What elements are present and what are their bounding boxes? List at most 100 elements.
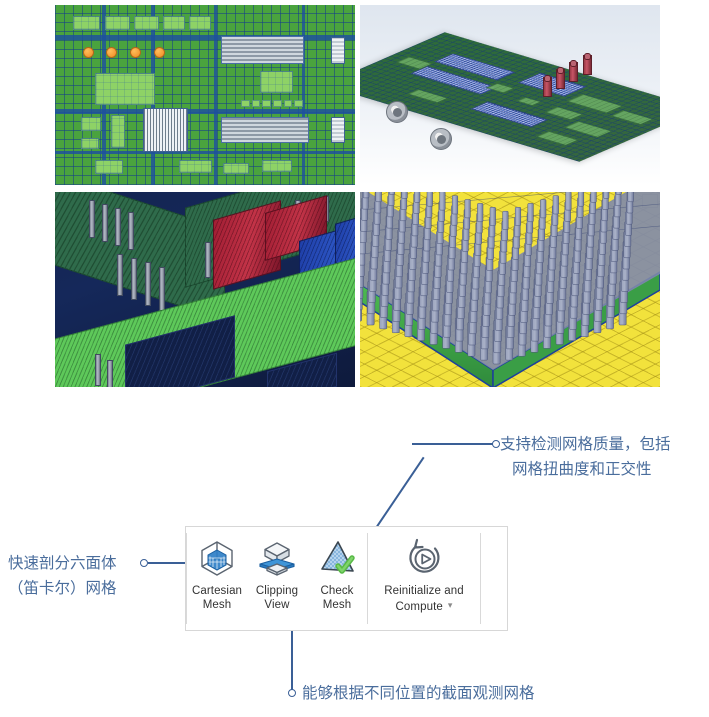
reinitialize-and-compute-label: Reinitialize and Compute ▾ xyxy=(384,584,464,614)
ribbon-divider-right xyxy=(480,533,481,624)
iso-capacitor xyxy=(583,53,592,75)
clipping-view-label-line2: View xyxy=(264,599,290,611)
iso-pad xyxy=(544,106,584,120)
pcb-trace xyxy=(214,5,217,185)
leader-line-check-mesh-horizontal xyxy=(412,443,494,445)
pcb-component xyxy=(221,36,304,64)
reinitialize-and-compute-button[interactable]: Reinitialize and Compute ▾ xyxy=(368,527,480,630)
leader-dot-check-mesh xyxy=(492,440,500,448)
iso-connector xyxy=(386,101,408,123)
leader-dot-clipping-view xyxy=(288,689,296,697)
mesh-pin xyxy=(128,212,134,250)
mesh-pin xyxy=(115,208,121,246)
pcb-pad xyxy=(105,16,130,30)
mesh-pin xyxy=(89,200,95,238)
cube-mesh-icon xyxy=(197,537,237,579)
ribbon-divider-left xyxy=(186,533,187,624)
clipping-view-label-line1: Clipping xyxy=(255,585,299,597)
iso-pad xyxy=(566,94,624,114)
leader-dot-cartesian-mesh xyxy=(140,559,148,567)
pcb-via xyxy=(83,47,94,58)
annotation-check-mesh-line1: 支持检测网格质量，包括 xyxy=(500,435,671,453)
mesh-pin xyxy=(159,267,165,311)
check-mesh-label: Check Mesh xyxy=(320,584,353,612)
mesh-pin xyxy=(107,360,113,387)
clipping-view-label: Clipping View xyxy=(256,584,298,612)
pcb-pad xyxy=(81,117,101,131)
pcb-pad xyxy=(134,16,159,30)
iso-pad xyxy=(610,110,654,125)
check-mesh-label-line1: Check xyxy=(320,585,354,597)
pcb-component xyxy=(331,117,345,143)
check-mesh-label-line2: Mesh xyxy=(322,599,352,611)
pcb-pad xyxy=(262,160,292,172)
cartesian-mesh-label-line2: Mesh xyxy=(202,599,232,611)
refresh-play-icon xyxy=(404,537,444,579)
ribbon-group-solve: Reinitialize and Compute ▾ xyxy=(368,527,480,630)
annotation-check-mesh-line2: 网格扭曲度和正交性 xyxy=(512,460,652,478)
pcb-pad xyxy=(179,160,212,173)
iso-board-substrate xyxy=(360,32,660,162)
mesh-checkmark-icon xyxy=(317,537,357,579)
chevron-down-icon[interactable]: ▾ xyxy=(447,600,453,610)
ribbon-divider-middle xyxy=(367,533,368,624)
mesh-pin xyxy=(145,262,151,306)
pcb-via xyxy=(154,47,165,58)
cartesian-mesh-label: Cartesian Mesh xyxy=(192,584,242,612)
iso-pad xyxy=(516,97,542,106)
pcb-pad xyxy=(223,163,249,174)
pcb-component xyxy=(221,117,309,143)
reinitialize-label-line1: Reinitialize and xyxy=(384,585,464,597)
cartesian-mesh-button[interactable]: Cartesian Mesh xyxy=(187,527,247,630)
pcb-pad xyxy=(95,73,155,105)
iso-pad xyxy=(563,121,613,138)
pcb-trace xyxy=(55,35,355,40)
pcb-pad xyxy=(260,71,293,93)
iso-chip xyxy=(470,101,548,127)
image-bga-ball-array-mesh xyxy=(360,192,660,387)
iso-pad xyxy=(485,83,515,94)
mesh-pin xyxy=(95,354,101,386)
mesh-pin xyxy=(131,258,137,300)
pcb-trace xyxy=(55,109,355,114)
pcb-trace xyxy=(55,151,355,154)
pcb-via xyxy=(106,47,117,58)
pcb-component xyxy=(331,37,345,64)
check-mesh-button[interactable]: Check Mesh xyxy=(307,527,367,630)
iso-pad xyxy=(535,131,579,146)
ribbon-group-mesh-tools: Cartesian Mesh xyxy=(187,527,367,630)
iso-capacitor xyxy=(569,60,578,82)
reinitialize-label-line2-wrap: Compute ▾ xyxy=(384,598,464,614)
image-pcb-zoom-mesh xyxy=(55,192,355,387)
pcb-pad xyxy=(95,160,123,174)
pcb-pad xyxy=(189,16,211,30)
iso-pad xyxy=(407,89,449,103)
pcb-pad xyxy=(163,16,185,30)
pcb-pad-row xyxy=(241,100,304,107)
iso-capacitor xyxy=(556,67,565,89)
pcb-fine-mesh-region xyxy=(143,108,188,152)
image-pcb-topdown-mesh xyxy=(55,5,355,185)
clipping-view-button[interactable]: Clipping View xyxy=(247,527,307,630)
pcb-pad xyxy=(81,138,99,149)
annotation-cartesian-mesh-line1: 快速剖分六面体 xyxy=(8,554,117,572)
annotation-cartesian-mesh: 快速剖分六面体 （笛卡尔）网格 xyxy=(8,551,117,601)
annotation-clipping-view: 能够根据不同位置的截面观测网格 xyxy=(302,684,535,702)
iso-capacitor xyxy=(543,75,552,97)
mesh-pin xyxy=(117,254,123,296)
clipping-plane-cube-icon xyxy=(257,537,297,579)
mesh-pin xyxy=(205,242,211,278)
image-pcb-isometric-mesh xyxy=(360,5,660,185)
reinitialize-label-line2: Compute xyxy=(395,601,443,613)
pcb-pad xyxy=(111,115,125,148)
pcb-pad xyxy=(73,16,100,30)
bga-array-svg xyxy=(360,192,660,387)
leader-line-clipping-view xyxy=(291,624,293,690)
mesh-ribbon-toolbar: Cartesian Mesh xyxy=(185,526,508,631)
annotation-cartesian-mesh-line2: （笛卡尔）网格 xyxy=(8,579,117,597)
annotation-check-mesh: 支持检测网格质量，包括 网格扭曲度和正交性 xyxy=(500,432,671,482)
cartesian-mesh-label-line1: Cartesian xyxy=(191,585,243,597)
mesh-pin xyxy=(102,204,108,242)
pcb-trace xyxy=(302,5,305,185)
